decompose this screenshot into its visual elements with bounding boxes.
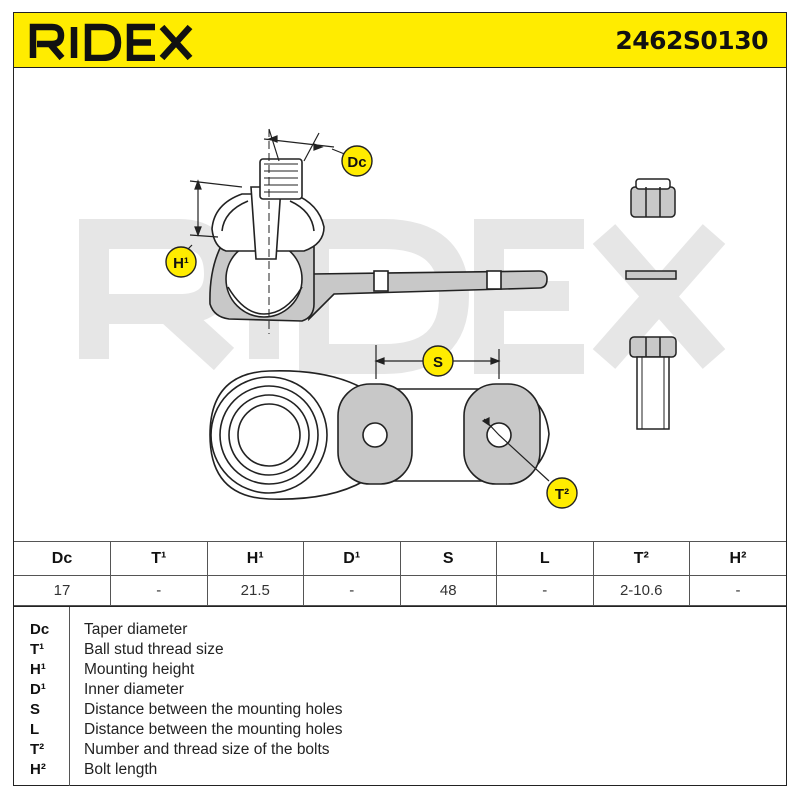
table-header-cell: Dc xyxy=(14,541,111,576)
table-cell: 17 xyxy=(14,575,111,606)
table-header-cell: S xyxy=(399,541,497,576)
table-header-cell: H¹ xyxy=(206,541,304,576)
table-header-cell: T¹ xyxy=(110,541,208,576)
table-cell: - xyxy=(496,575,594,606)
bolt-icon xyxy=(629,336,677,430)
legend-description: Bolt length xyxy=(84,761,158,778)
ridex-logo xyxy=(29,23,193,61)
part-number: 2462S0130 xyxy=(615,26,768,55)
ball-joint-top-view xyxy=(209,370,550,500)
legend-code: T¹ xyxy=(30,641,45,658)
legend-code: S xyxy=(30,701,41,718)
s-badge xyxy=(422,345,454,377)
header-bar: 2462S0130 xyxy=(14,13,786,68)
legend-description: Number and thread size of the bolts xyxy=(84,741,330,758)
legend: Dc Taper diameter T¹ Ball stud thread si… xyxy=(14,606,786,786)
table-header-cell: L xyxy=(496,541,594,576)
table-header-cell: H² xyxy=(689,541,786,576)
legend-item: L Distance between the mounting holes xyxy=(14,721,786,741)
legend-item: H² Bolt length xyxy=(14,761,786,781)
table-header-cell: D¹ xyxy=(303,541,401,576)
t2-leader xyxy=(481,417,550,482)
technical-drawing: Dc H¹ S xyxy=(79,128,726,509)
washer-icon xyxy=(625,270,677,280)
table-header-row: Dc T¹ H¹ D¹ S L T² H² xyxy=(14,541,786,576)
legend-description: Inner diameter xyxy=(84,681,184,698)
s-label: S xyxy=(433,354,443,371)
legend-code: D¹ xyxy=(30,681,46,698)
legend-code: Dc xyxy=(30,621,50,638)
h1-dimension xyxy=(185,179,243,252)
dc-label: Dc xyxy=(347,154,366,171)
table-header-cell: T² xyxy=(592,541,690,576)
legend-item: D¹ Inner diameter xyxy=(14,681,786,701)
legend-divider xyxy=(69,607,70,786)
table-cell: 2-10.6 xyxy=(592,575,690,606)
legend-code: T² xyxy=(30,741,45,758)
legend-item: S Distance between the mounting holes xyxy=(14,701,786,721)
legend-code: H² xyxy=(30,761,46,778)
legend-code: H¹ xyxy=(30,661,46,678)
legend-description: Distance between the mounting holes xyxy=(84,701,343,718)
table-cell: - xyxy=(303,575,401,606)
h1-badge xyxy=(165,246,197,278)
table-cell: - xyxy=(689,575,786,606)
legend-description: Taper diameter xyxy=(84,621,188,638)
table-cell: - xyxy=(110,575,208,606)
t2-label: T² xyxy=(555,486,569,503)
legend-item: Dc Taper diameter xyxy=(14,621,786,641)
legend-item: H¹ Mounting height xyxy=(14,661,786,681)
legend-description: Mounting height xyxy=(84,661,195,678)
legend-description: Distance between the mounting holes xyxy=(84,721,343,738)
legend-code: L xyxy=(30,721,40,738)
dc-badge xyxy=(341,145,373,177)
legend-item: T² Number and thread size of the bolts xyxy=(14,741,786,761)
legend-item: T¹ Ball stud thread size xyxy=(14,641,786,661)
ball-joint-side-view xyxy=(209,129,548,334)
nut-icon xyxy=(630,178,676,218)
product-sheet: 2462S0130 xyxy=(13,12,787,786)
specification-table: Dc T¹ H¹ D¹ S L T² H² 17 - 21.5 - 48 - 2… xyxy=(14,541,786,606)
table-cell: 21.5 xyxy=(206,575,304,606)
table-cell: 48 xyxy=(399,575,497,606)
table-row: 17 - 21.5 - 48 - 2-10.6 - xyxy=(14,575,786,606)
dc-dimension xyxy=(263,128,353,162)
t2-badge xyxy=(546,477,578,509)
h1-label: H¹ xyxy=(173,255,189,272)
legend-description: Ball stud thread size xyxy=(84,641,224,658)
